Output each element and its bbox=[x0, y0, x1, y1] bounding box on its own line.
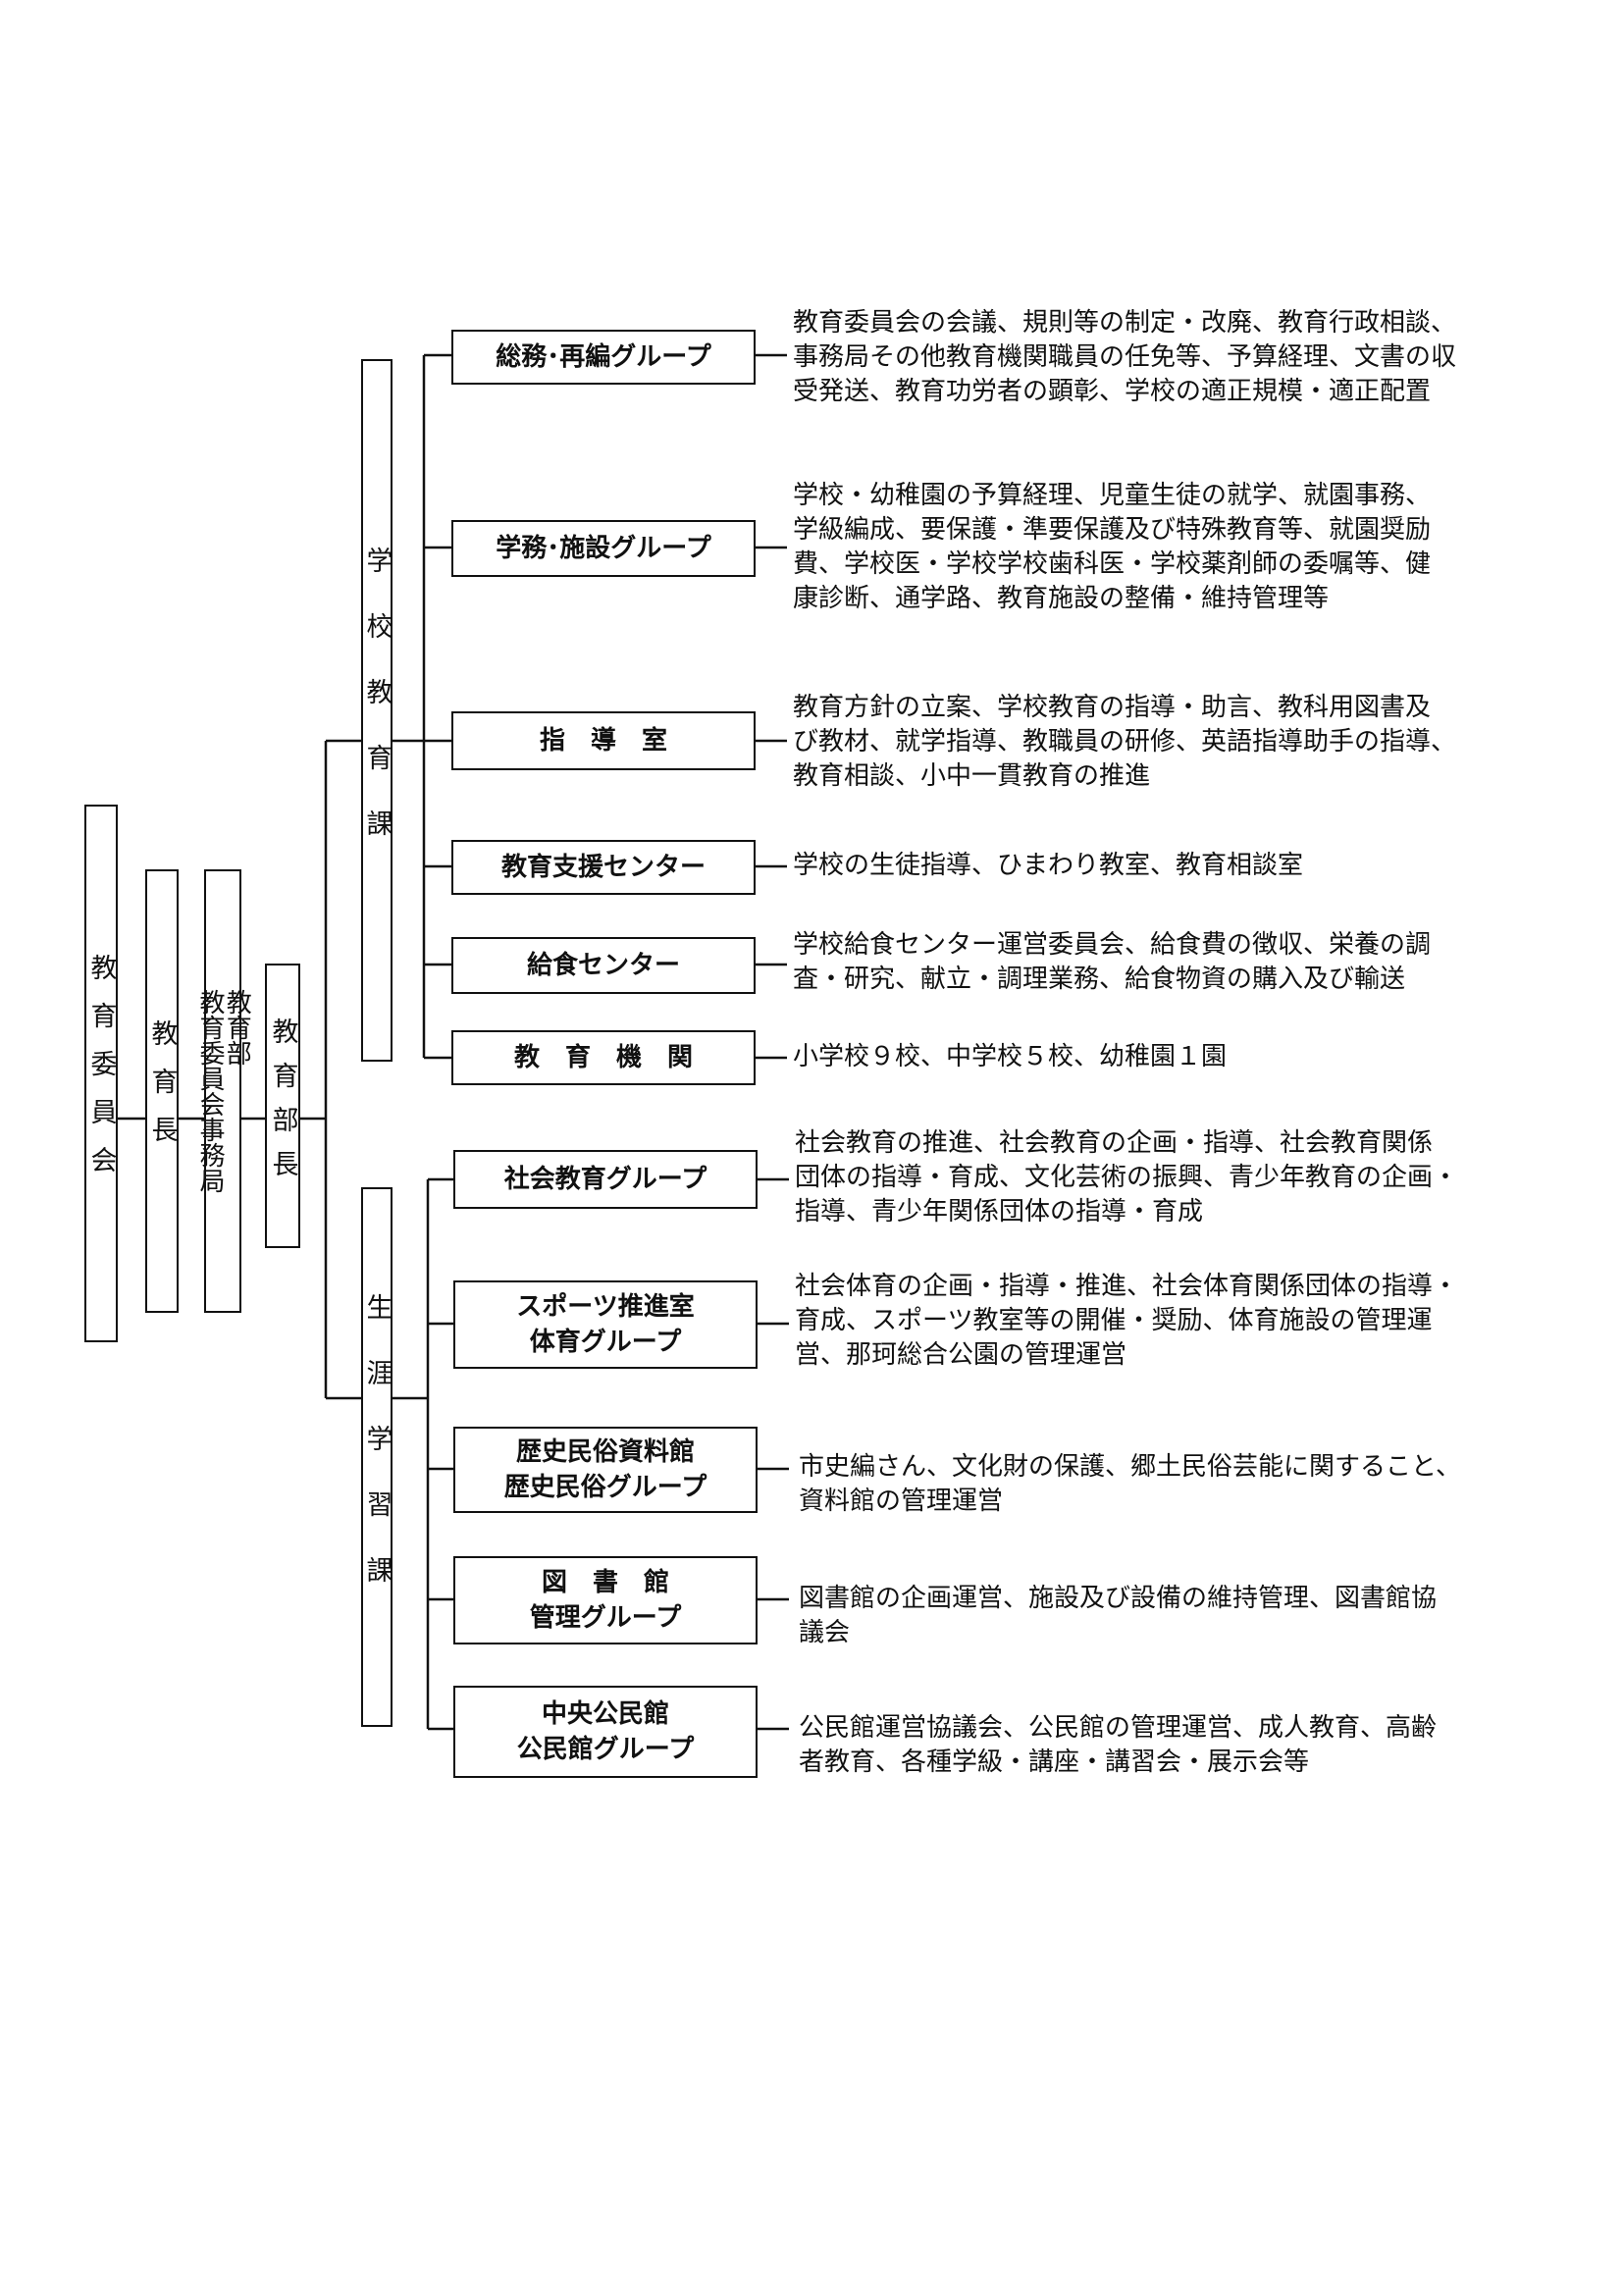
secretariat-box: 教育部 教育委員会事務局 bbox=[195, 869, 251, 1313]
director-label: 教育部長 bbox=[267, 1018, 298, 1194]
division-school-education-box: 学校教育課 bbox=[361, 359, 393, 1062]
board-of-education-label: 教育委員会 bbox=[85, 953, 117, 1194]
director-box: 教育部長 bbox=[265, 964, 300, 1248]
unit-educational-institutions-label: 教 育 機 関 bbox=[513, 1042, 693, 1072]
desc-general-affairs: 教育委員会の会議、規則等の制定・改廃、教育行政相談、 事務局その他教育機関職員の… bbox=[793, 308, 1457, 406]
unit-history-folklore-museum-label-2: 歴史民俗グループ bbox=[503, 1473, 707, 1502]
desc-guidance-office: 教育方針の立案、学校教育の指導・助言、教科用図書及 び教材、就学指導、教職員の研… bbox=[793, 693, 1457, 791]
unit-general-affairs: 総務･再編グループ bbox=[451, 330, 756, 385]
desc-school-lunch-center: 学校給食センター運営委員会、給食費の徴収、栄養の調 査・研究、献立・調理業務、給… bbox=[793, 930, 1432, 994]
unit-education-support-center-label: 教育支援センター bbox=[500, 852, 706, 882]
unit-school-affairs-label: 学務･施設グループ bbox=[496, 533, 711, 563]
desc-central-community-center: 公民館運営協議会、公民館の管理運営、成人教育、高齢 者教育、各種学級・講座・講習… bbox=[799, 1713, 1438, 1777]
unit-sports-promotion-label-1: スポーツ推進室 bbox=[516, 1291, 695, 1322]
unit-sports-promotion: スポーツ推進室 体育グループ bbox=[453, 1280, 758, 1369]
desc-school-affairs: 学校・幼稚園の予算経理、児童生徒の就学、就園事務、 学級編成、要保護・準要保護及… bbox=[793, 481, 1432, 613]
superintendent-box: 教育長 bbox=[145, 869, 179, 1313]
desc-library: 図書館の企画運営、施設及び設備の維持管理、図書館協 議会 bbox=[799, 1584, 1438, 1647]
unit-school-affairs: 学務･施設グループ bbox=[451, 520, 756, 577]
superintendent-label: 教育長 bbox=[146, 1018, 178, 1164]
desc-education-support-center: 学校の生徒指導、ひまわり教室、教育相談室 bbox=[793, 851, 1304, 880]
desc-sports-promotion: 社会体育の企画・指導・推進、社会体育関係団体の指導・ 育成、スポーツ教室等の開催… bbox=[795, 1272, 1459, 1370]
unit-education-support-center: 教育支援センター bbox=[451, 840, 756, 895]
division-lifelong-learning-box: 生涯学習課 bbox=[361, 1187, 393, 1727]
unit-social-education: 社会教育グループ bbox=[453, 1150, 758, 1209]
secretariat-label: 教育部 教育委員会事務局 bbox=[195, 989, 252, 1193]
unit-library-label-2: 管理グループ bbox=[529, 1603, 682, 1633]
division-lifelong-learning-label: 生涯学習課 bbox=[361, 1292, 393, 1622]
unit-library-label-1: 図 書 館 bbox=[541, 1567, 669, 1597]
unit-guidance-office: 指 導 室 bbox=[451, 711, 756, 770]
unit-general-affairs-label: 総務･再編グループ bbox=[496, 341, 711, 372]
unit-social-education-label: 社会教育グループ bbox=[503, 1164, 707, 1194]
desc-educational-institutions: 小学校９校、中学校５校、幼稚園１園 bbox=[793, 1042, 1228, 1071]
unit-school-lunch-center: 給食センター bbox=[451, 937, 756, 994]
unit-sports-promotion-label-2: 体育グループ bbox=[529, 1328, 682, 1357]
unit-central-community-center: 中央公民館 公民館グループ bbox=[453, 1686, 758, 1778]
desc-social-education: 社会教育の推進、社会教育の企画・指導、社会教育関係 団体の指導・育成、文化芸術の… bbox=[795, 1128, 1459, 1226]
unit-central-community-center-label-1: 中央公民館 bbox=[541, 1698, 669, 1729]
unit-guidance-office-label: 指 導 室 bbox=[539, 725, 667, 756]
unit-school-lunch-center-label: 給食センター bbox=[526, 950, 680, 980]
unit-educational-institutions: 教 育 機 関 bbox=[451, 1030, 756, 1085]
division-school-education-label: 学校教育課 bbox=[361, 546, 393, 875]
desc-history-folklore-museum: 市史編さん、文化財の保護、郷土民俗芸能に関すること、 資料館の管理運営 bbox=[799, 1452, 1461, 1516]
board-of-education-box: 教育委員会 bbox=[84, 805, 118, 1342]
unit-central-community-center-label-2: 公民館グループ bbox=[516, 1735, 695, 1764]
unit-history-folklore-museum: 歴史民俗資料館 歴史民俗グループ bbox=[453, 1427, 758, 1513]
unit-library: 図 書 館 管理グループ bbox=[453, 1556, 758, 1644]
unit-history-folklore-museum-label-1: 歴史民俗資料館 bbox=[515, 1436, 695, 1467]
